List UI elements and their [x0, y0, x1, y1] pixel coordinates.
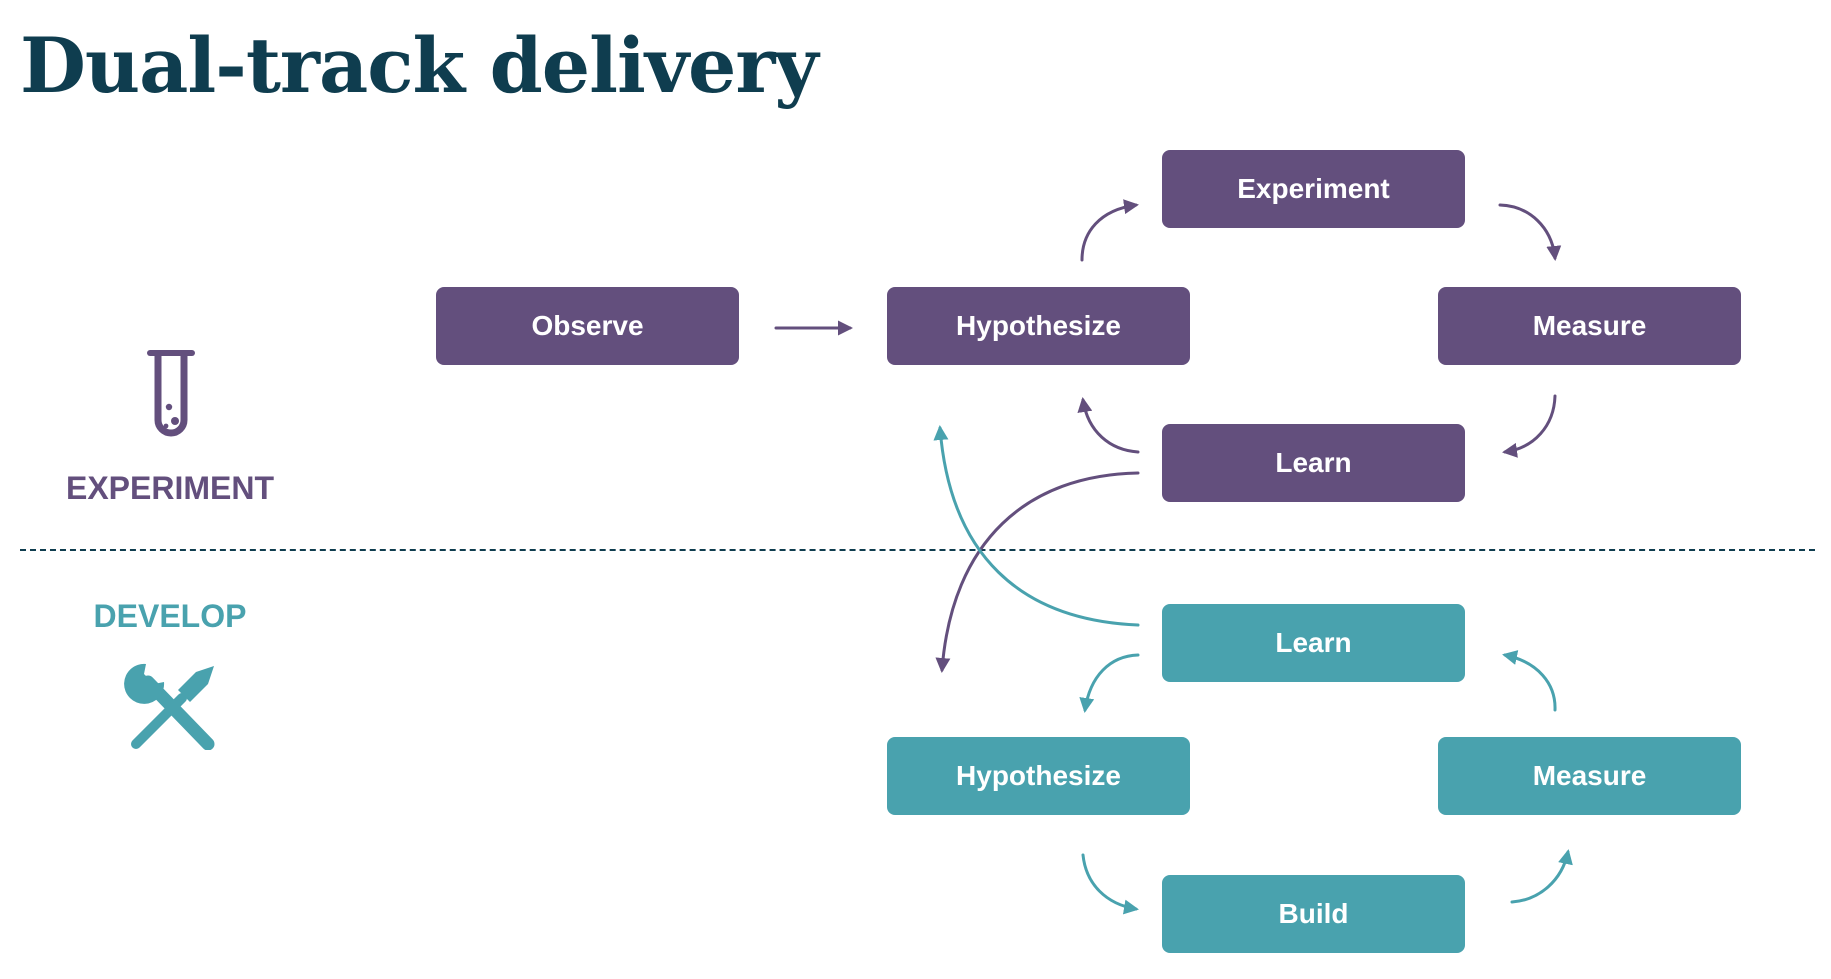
- arrow-measure-to-learn-dev: [1502, 650, 1557, 712]
- experiment-measure-box: Measure: [1438, 287, 1741, 365]
- arrow-experiment-learn-to-develop: [935, 471, 1140, 673]
- arrow-develop-learn-to-experiment: [933, 425, 1140, 627]
- arrow-build-to-measure: [1510, 849, 1573, 904]
- experiment-learn-box: Learn: [1162, 424, 1465, 502]
- track-divider: [20, 549, 1815, 551]
- develop-measure-box: Measure: [1438, 737, 1741, 815]
- arrow-learn-to-hypothesize-dev: [1079, 653, 1140, 713]
- develop-learn-box: Learn: [1162, 604, 1465, 682]
- develop-hypothesize-box: Hypothesize: [887, 737, 1190, 815]
- tools-icon: [124, 663, 215, 750]
- arrow-hypothesize-to-build: [1081, 853, 1139, 915]
- experiment-hypothesize-box: Hypothesize: [887, 287, 1190, 365]
- page-title: Dual-track delivery: [20, 21, 819, 110]
- test-tube-icon: [147, 350, 195, 437]
- experiment-experiment-box: Experiment: [1162, 150, 1465, 228]
- experiment-observe-box: Observe: [436, 287, 739, 365]
- develop-track-label: DEVELOP: [93, 598, 247, 634]
- arrow-learn-to-hypothesize: [1077, 397, 1140, 454]
- experiment-track-label: EXPERIMENT: [65, 470, 275, 506]
- arrow-hypothesize-to-experiment: [1080, 199, 1139, 262]
- arrow-experiment-to-measure: [1498, 203, 1562, 261]
- arrow-measure-to-learn: [1502, 394, 1557, 458]
- develop-build-box: Build: [1162, 875, 1465, 953]
